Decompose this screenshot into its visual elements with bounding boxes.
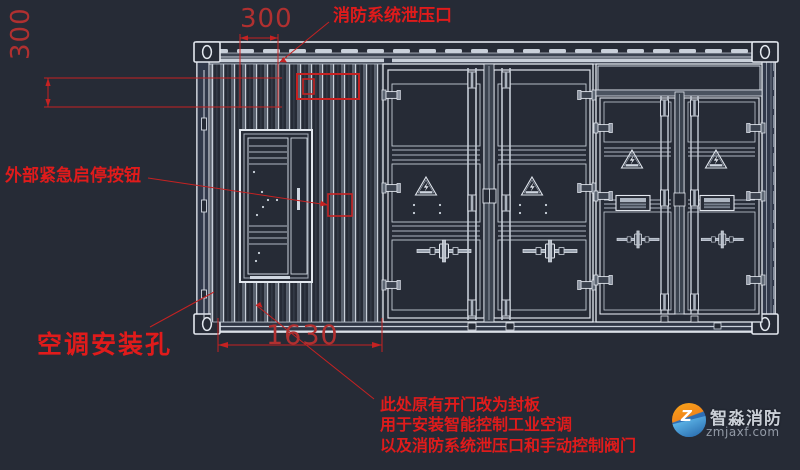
- cam-keeper: [660, 189, 669, 207]
- door-hinge: [593, 122, 613, 134]
- door-hinge: [593, 190, 613, 202]
- corner-casting: [751, 41, 779, 63]
- door-hinge: [577, 279, 597, 291]
- door-hinge: [746, 274, 766, 286]
- door-hinge: [746, 190, 766, 202]
- annotation-ac-hole-label: 空调安装孔: [37, 330, 173, 359]
- door-hinge: [593, 274, 613, 286]
- door-hinge: [577, 182, 597, 194]
- dimension-label-1630: 1630: [266, 320, 339, 351]
- cam-keeper: [501, 71, 511, 89]
- annotation-emergency-button-label: 外部紧急启停按钮: [5, 166, 141, 186]
- cam-keeper: [467, 71, 477, 89]
- dimension-300-horizontal: [239, 34, 279, 108]
- door-hinge: [577, 89, 597, 101]
- annotation-pressure-relief-label: 消防系统泄压口: [333, 6, 452, 26]
- roof-corrugation: [196, 41, 776, 53]
- door-hinge: [381, 279, 401, 291]
- annotation-overlay: [44, 21, 383, 400]
- left-section-edge: [201, 70, 207, 320]
- watermark: Z 智淼消防 zmjaxf.com: [672, 400, 797, 452]
- dimension-1630: [217, 318, 383, 352]
- dimension-label-300-vertical: 300: [6, 7, 36, 60]
- note-line: 用于安装智能控制工业空调: [380, 415, 573, 435]
- container-body: [193, 41, 779, 335]
- corner-casting: [193, 41, 221, 63]
- watermark-url: zmjaxf.com: [706, 425, 780, 439]
- watermark-brand: 智淼消防: [710, 409, 782, 429]
- cam-keeper: [690, 189, 699, 207]
- dimension-label-300-horizontal: 300: [240, 4, 293, 34]
- cam-keeper: [690, 99, 699, 117]
- equipment-name-plate: [615, 194, 651, 212]
- equipment-name-plate: [699, 194, 735, 212]
- cam-keeper: [501, 194, 511, 212]
- personnel-door: [239, 129, 313, 283]
- note-line: 此处原有开门改为封板: [380, 395, 541, 414]
- cam-keeper: [501, 299, 511, 317]
- door-hinge: [746, 122, 766, 134]
- dimension-300-vertical: [44, 77, 282, 108]
- pressure-relief-vent-outline: [296, 73, 360, 100]
- cam-keeper: [690, 293, 699, 311]
- container-door-bay-middle: [381, 63, 597, 331]
- cam-keeper: [660, 99, 669, 117]
- door-hinge: [381, 182, 401, 194]
- brand-logo-icon: Z: [672, 403, 706, 437]
- note-block: 此处原有开门改为封板 用于安装智能控制工业空调 以及消防系统泄压口和手动控制阀门: [380, 396, 636, 454]
- note-line: 以及消防系统泄压口和手动控制阀门: [380, 435, 637, 455]
- container-door-bay-right: [593, 63, 766, 330]
- cam-keeper: [660, 293, 669, 311]
- emergency-button-outline: [327, 193, 353, 217]
- cam-keeper: [467, 194, 477, 212]
- cam-keeper: [467, 299, 477, 317]
- door-hinge: [381, 89, 401, 101]
